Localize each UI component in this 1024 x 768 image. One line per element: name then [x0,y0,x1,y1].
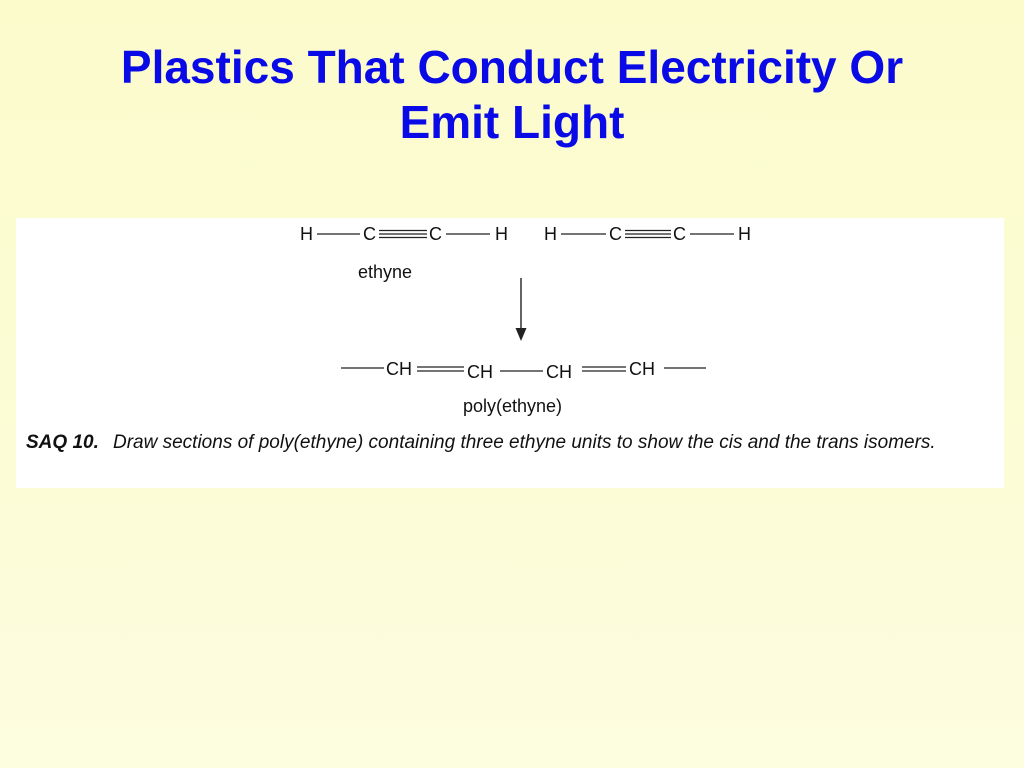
atom-h-2: H [495,224,508,244]
content-panel: H C C H H C C H ethyne [16,218,1004,488]
polymer-unit-2: CH [467,362,493,382]
polymer-label: poly(ethyne) [463,396,562,416]
reaction-diagram: H C C H H C C H ethyne [300,224,751,416]
atom-c-2: C [429,224,442,244]
atom-c-3: C [609,224,622,244]
saq-label: SAQ 10. [26,432,99,453]
reaction-arrow [515,278,527,341]
atom-c-1: C [363,224,376,244]
ethyne-molecule-1: H C C H [300,224,508,244]
slide-title-line-1: Plastics That Conduct Electricity Or [120,41,904,93]
monomer-label: ethyne [358,262,412,282]
atom-c-4: C [673,224,686,244]
triple-bond [625,229,671,239]
atom-h-1: H [300,224,313,244]
double-bond [417,366,464,372]
slide-title: Plastics That Conduct Electricity Or Emi… [0,40,1024,150]
atom-h-4: H [738,224,751,244]
polymer-chain: CH CH CH CH [341,359,706,382]
polymer-unit-1: CH [386,359,412,379]
polymer-unit-3: CH [546,362,572,382]
polymer-unit-4: CH [629,359,655,379]
saq-text: Draw sections of poly(ethyne) containing… [113,432,936,453]
double-bond [582,366,626,372]
saq-question: SAQ 10. Draw sections of poly(ethyne) co… [26,430,996,456]
ethyne-molecule-2: H C C H [544,224,751,244]
atom-h-3: H [544,224,557,244]
slide-title-line-2: Emit Light [399,96,625,148]
triple-bond [379,229,427,239]
